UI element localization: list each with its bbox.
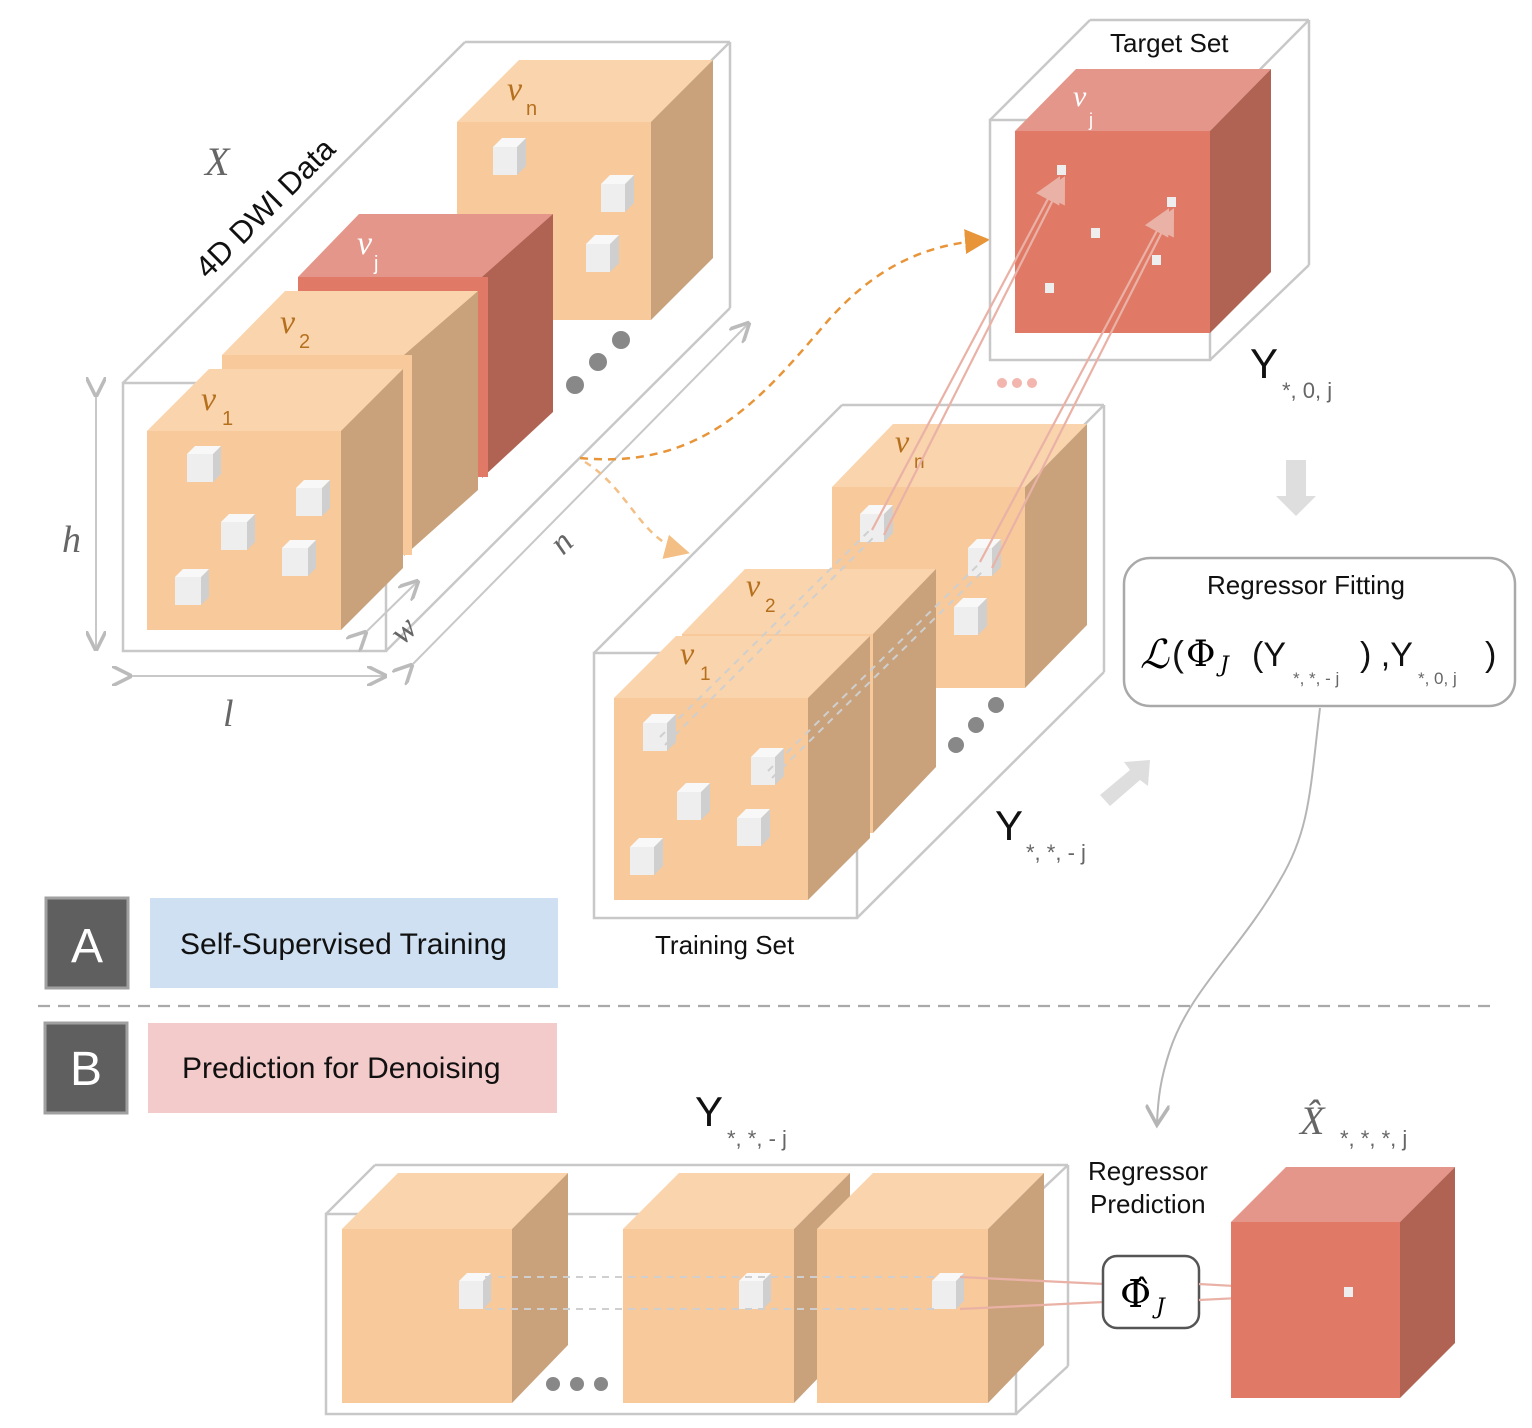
v1-label: v (201, 381, 217, 418)
train-v1-label: v (680, 635, 695, 671)
v1-sub: 1 (222, 408, 233, 430)
denoised-output-cube: X̂ *, *, *, j (1231, 1098, 1455, 1398)
y-target-label: Y (1250, 340, 1278, 387)
x-hat-label: X̂ (1298, 1098, 1326, 1143)
train-vn-label: v (895, 423, 910, 459)
dim-n-arrow (410, 325, 747, 667)
loss-open-paren: ( (1172, 633, 1184, 674)
train-v1-sub: 1 (700, 664, 711, 685)
train-v2-sub: 2 (765, 596, 776, 617)
loss-phi-sub: J (1216, 653, 1230, 678)
dim-w-label: w (382, 609, 424, 651)
v2-sub: 2 (299, 331, 310, 353)
dim-h-label: h (62, 519, 81, 561)
fitting-arrows (871, 176, 1174, 569)
loss-mid: ) ,Y (1360, 636, 1413, 674)
vj-sub: j (373, 253, 378, 275)
flow-to-target-arrow (579, 229, 990, 461)
train-vn-sub: n (914, 452, 925, 473)
vj-label: v (357, 225, 373, 262)
loss-arg1-sub: *, *, - j (1293, 669, 1339, 688)
y-bottom-label: Y (695, 1088, 723, 1135)
regressor-prediction-label-1: Regressor (1088, 1156, 1208, 1186)
vn-sub: n (526, 98, 537, 120)
phi-hat-sub: J (1152, 1295, 1166, 1320)
voxel-icon (493, 138, 526, 175)
stage-a-label: Self-Supervised Training (180, 928, 507, 961)
dim-n-label: n (542, 523, 580, 561)
vn-label: v (507, 71, 523, 108)
stage-a: A Self-Supervised Training (44, 896, 558, 990)
dim-l-label: l (223, 693, 234, 735)
regressor-fitting-label: Regressor Fitting (1207, 570, 1405, 600)
target-set-label: Target Set (1110, 28, 1229, 58)
y-train-label: Y (995, 802, 1023, 849)
ellipsis-icon (566, 331, 630, 394)
prediction-input-volume: Y *, *, - j (324, 1088, 1070, 1416)
stage-a-letter: A (71, 920, 103, 973)
target-ellipsis-icon (997, 378, 1037, 388)
loss-phi: Φ (1186, 634, 1216, 675)
regressor-prediction-label-2: Prediction (1090, 1189, 1206, 1219)
x-hat-sub: *, *, *, j (1340, 1126, 1407, 1151)
y-train-sub: *, *, - j (1026, 840, 1086, 865)
target-set-volume: Target Set v j Y *, 0, j (988, 18, 1332, 403)
bottom-ellipsis-icon (546, 1377, 608, 1391)
fit-to-predict-arrow (1157, 707, 1321, 1123)
phi-hat: Φ̂ (1120, 1272, 1151, 1316)
loss-symbol: ℒ (1140, 632, 1170, 678)
training-set-label: Training Set (655, 930, 795, 960)
cube-v1 (147, 369, 403, 630)
training-set-volume: Training Set v 1 v 2 v n Y *, *, - j (592, 403, 1106, 960)
stage-b: B Prediction for Denoising (43, 1021, 557, 1115)
loss-arg1: (Y (1252, 636, 1286, 674)
dwi-data-volume: X 4D DWI Data h l w n v 1 v 2 v j v n (62, 40, 747, 735)
y-target-sub: *, 0, j (1282, 378, 1332, 403)
down-arrow-icon (1276, 460, 1316, 516)
loss-close-paren: ) (1485, 636, 1496, 674)
v2-label: v (280, 304, 296, 341)
x-symbol: X (203, 139, 231, 184)
flow-to-training-arrow (584, 460, 690, 559)
loss-arg2-sub: *, 0, j (1418, 669, 1457, 688)
regressor-fitting-box: Regressor Fitting ℒ ( Φ J (Y *, *, - j )… (1122, 556, 1517, 708)
training-ellipsis-icon (948, 697, 1004, 753)
target-vj-label: v (1073, 80, 1087, 113)
target-vj-sub: j (1088, 110, 1093, 130)
y-bottom-sub: *, *, - j (727, 1126, 787, 1151)
stage-b-label: Prediction for Denoising (182, 1052, 501, 1085)
stage-b-letter: B (70, 1043, 102, 1096)
train-v2-label: v (746, 567, 761, 603)
up-right-arrow-icon (1100, 760, 1150, 806)
